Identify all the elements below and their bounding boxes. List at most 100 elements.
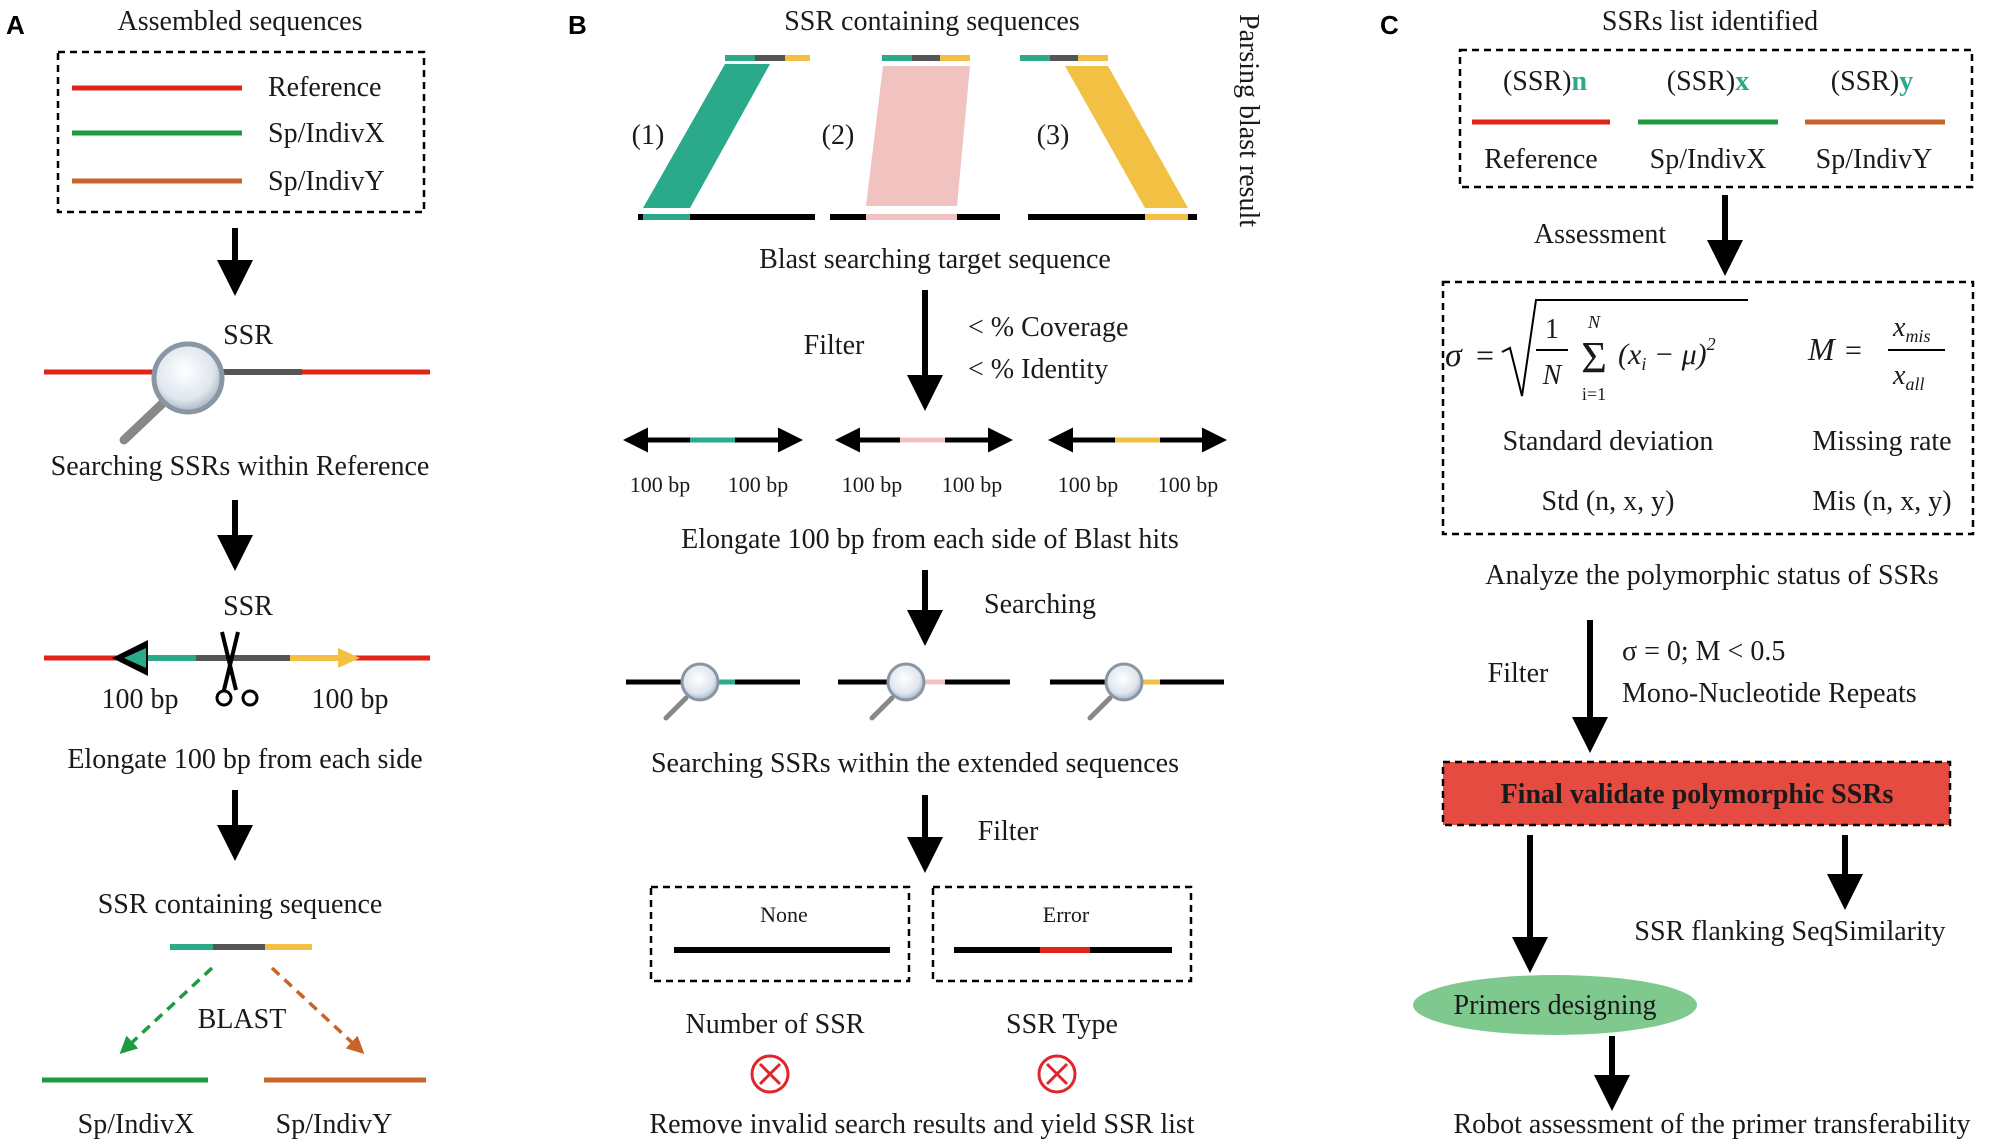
search-ext-1 [626,662,800,721]
svg-text:=: = [1476,337,1494,373]
filter-c: Filter [1488,658,1549,689]
error-box [931,885,1193,983]
case-label-3: (3) [1037,120,1070,151]
magnifier-icon [1087,662,1144,721]
panel-a-title: Assembled sequences [118,6,363,37]
ssr-list-box [1458,48,1974,189]
blast-case-3: (3) [1020,55,1197,220]
cross-circle-icon [1037,1054,1077,1094]
bp-6: 100 bp [1158,472,1219,497]
blast-arrow-y [270,966,365,1054]
std-fn: Std (n, x, y) [1542,486,1675,517]
panel-b: B SSR containing sequences Parsing blast… [568,6,1264,1140]
svg-text:i=1: i=1 [1582,384,1606,404]
panel-a-letter: A [6,10,25,40]
criterion-coverage: < % Coverage [968,312,1128,343]
panel-c: C SSRs list identified (SSR)n (SSR)x (SS… [1380,6,1975,1140]
panel-b-title: SSR containing sequences [784,6,1080,37]
svg-text:xmis: xmis [1892,312,1930,346]
label-indivy: Sp/IndivY [1816,144,1933,175]
primers-label: Primers designing [1454,990,1657,1021]
magnifier-icon [119,341,225,445]
parsing-blast-result: Parsing blast result [1233,14,1264,227]
step-search-ssrs: Searching SSRs within Reference [51,451,430,482]
cross-circle-icon [750,1054,790,1094]
ssr-n: (SSR)n [1503,66,1587,97]
final-label: Final validate polymorphic SSRs [1501,779,1894,810]
bp-4: 100 bp [942,472,1003,497]
svg-text:(xi − μ)2: (xi − μ)2 [1618,334,1716,374]
ssr-y: (SSR)y [1831,66,1913,97]
blast-case-2: (2) [822,55,1000,220]
legend-reference: Reference [268,72,381,103]
ssr-type: SSR Type [1006,1009,1118,1040]
robot-label: Robot assessment of the primer transfera… [1453,1109,1970,1140]
svg-text:N: N [1542,360,1563,391]
scissors-icon [215,631,259,707]
none-label: None [760,902,808,927]
elongate-hits: Elongate 100 bp from each side of Blast … [681,524,1179,555]
search-ext-3 [1050,662,1224,721]
std-formula: σ = 1 N N Σ i=1 (xi − μ)2 [1445,299,1748,404]
searching-label: Searching [984,589,1096,620]
svg-text:σ: σ [1445,337,1463,374]
legend-indivx: Sp/IndivX [268,118,385,149]
svg-text:xall: xall [1892,360,1924,394]
magnifier-icon [869,662,926,721]
ssr-label-2: SSR [223,591,273,622]
bp-3: 100 bp [842,472,903,497]
bp-right: 100 bp [312,684,389,715]
assessment-label: Assessment [1534,219,1666,250]
panel-c-title: SSRs list identified [1602,6,1818,37]
out-indivy: Sp/IndivY [276,1109,393,1140]
final-box [1441,760,1952,827]
formula-box [1441,280,1975,536]
legend-box [56,50,426,214]
blast-target-label: Blast searching target sequence [759,244,1111,275]
blast-arrow-x [119,966,214,1054]
std-label: Standard deviation [1503,426,1714,457]
panel-a: A Assembled sequences Reference Sp/Indiv… [6,6,430,1140]
missing-formula: M = xmis xall [1807,312,1945,394]
bp-left: 100 bp [102,684,179,715]
analyze-label: Analyze the polymorphic status of SSRs [1485,560,1938,591]
mis-label: Missing rate [1812,426,1951,457]
blast-case-1: (1) [632,55,815,220]
label-reference: Reference [1484,144,1597,175]
case-label-2: (2) [822,120,855,151]
label-indivx: Sp/IndivX [1650,144,1767,175]
mis-fn: Mis (n, x, y) [1812,486,1951,517]
remove-invalid: Remove invalid search results and yield … [649,1109,1194,1140]
bp-1: 100 bp [630,472,691,497]
filter-2: Filter [978,816,1039,847]
svg-text:N: N [1587,312,1601,332]
svg-text:Σ: Σ [1581,333,1607,382]
out-indivx: Sp/IndivX [78,1109,195,1140]
filter-1: Filter [804,330,865,361]
legend-indivy: Sp/IndivY [268,166,385,197]
svg-text:M: M [1807,331,1837,367]
criterion-sigma: σ = 0; M < 0.5 [1622,636,1785,667]
search-extended: Searching SSRs within the extended seque… [651,748,1179,779]
svg-text:1: 1 [1545,314,1559,345]
ssr-label-1: SSR [223,320,273,351]
svg-text:=: = [1845,334,1862,367]
criterion-identity: < % Identity [968,354,1108,385]
bp-2: 100 bp [728,472,789,497]
none-box [649,885,911,983]
error-label: Error [1043,902,1090,927]
blast-label: BLAST [198,1004,287,1035]
number-of-ssr: Number of SSR [686,1009,865,1040]
step-ssr-containing: SSR containing sequence [98,889,383,920]
panel-b-letter: B [568,10,587,40]
ssr-x: (SSR)x [1667,66,1749,97]
step-elongate: Elongate 100 bp from each side [67,744,422,775]
bp-5: 100 bp [1058,472,1119,497]
criterion-mono: Mono-Nucleotide Repeats [1622,678,1917,709]
primers-ellipse [1413,975,1697,1035]
flanking-label: SSR flanking SeqSimilarity [1634,916,1945,947]
search-ext-2 [838,662,1010,721]
panel-c-letter: C [1380,10,1399,40]
case-label-1: (1) [632,120,665,151]
